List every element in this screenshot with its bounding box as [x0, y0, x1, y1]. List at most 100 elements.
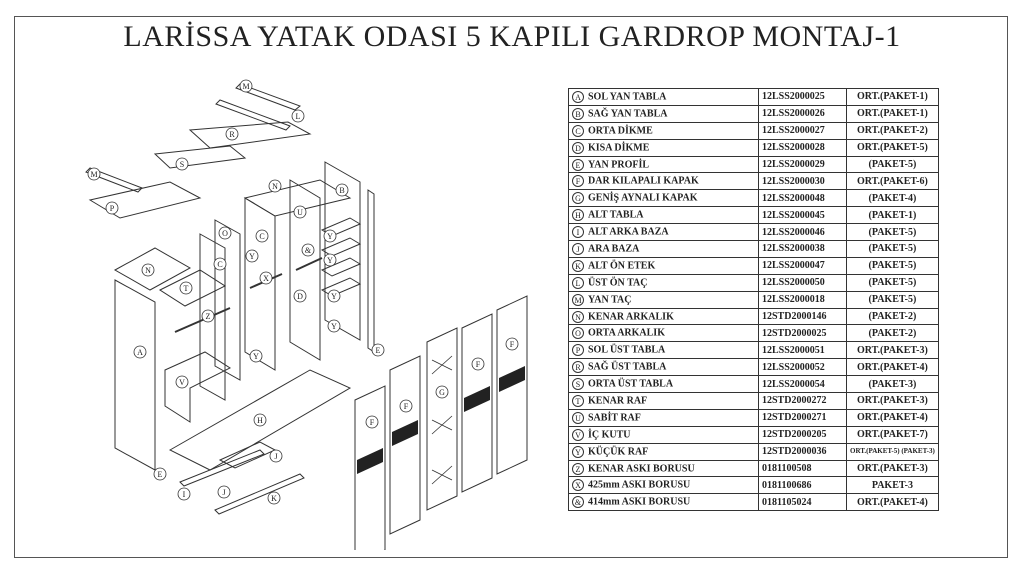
part-name-cell: Z KENAR ASKI BORUSU: [568, 459, 759, 478]
diagram-callout: U: [293, 205, 307, 219]
diagram-callout-label: F: [510, 340, 515, 349]
page-title: LARİSSA YATAK ODASI 5 KAPILI GARDROP MON…: [123, 20, 901, 53]
part-code: 12LSS2000018: [758, 290, 847, 309]
part-package: (PAKET-5): [846, 223, 939, 242]
part-orta-arkalik: [214, 219, 241, 381]
diagram-callout: F: [365, 415, 379, 429]
part-code: 12STD2000146: [758, 307, 847, 326]
part-name: ORTA ARKALIK: [588, 327, 665, 339]
diagram-callout: E: [371, 343, 385, 357]
part-code: 12LSS2000046: [758, 223, 847, 242]
part-package: ORT.(PAKET-6): [846, 172, 939, 191]
diagram-callout-label: O: [222, 229, 228, 238]
part-code: 12LSS2000028: [758, 138, 847, 157]
part-package: ORT.(PAKET-4): [846, 493, 939, 512]
part-key-badge: M: [572, 293, 584, 306]
diagram-callout: J: [269, 449, 283, 463]
diagram-callout-label: E: [158, 470, 163, 479]
part-name: KENAR ASKI BORUSU: [588, 462, 695, 474]
part-package: ORT.(PAKET-7): [846, 425, 939, 444]
diagram-callout-label: G: [439, 388, 445, 397]
diagram-callout: I: [177, 487, 191, 501]
diagram-callout-label: M: [90, 170, 97, 179]
diagram-callout: R: [225, 127, 239, 141]
drawing-sheet-border: [14, 16, 1008, 558]
diagram-callout: Y: [245, 249, 259, 263]
part-key-badge: L: [572, 276, 584, 289]
diagram-callout: F: [471, 357, 485, 371]
diagram-callout: V: [175, 375, 189, 389]
rod-414mm: [295, 257, 323, 271]
diagram-callout: E: [153, 467, 167, 481]
part-code: 12LSS2000029: [758, 155, 847, 174]
diagram-callout-label: T: [184, 284, 189, 293]
diagram-callout-label: A: [137, 348, 143, 357]
diagram-callout: X: [259, 271, 273, 285]
part-package: (PAKET-5): [846, 290, 939, 309]
part-name: KENAR ARKALIK: [588, 310, 674, 322]
part-yan-profil: [367, 189, 375, 353]
diagram-callout: L: [291, 109, 305, 123]
part-key-badge: O: [572, 327, 584, 340]
part-code: 12LSS2000051: [758, 341, 847, 360]
part-code: 12LSS2000026: [758, 104, 847, 123]
part-code: 12LSS2000030: [758, 172, 847, 191]
part-name: SAĞ ÜST TABLA: [588, 361, 667, 373]
diagram-callout-label: Z: [206, 312, 211, 321]
diagram-callout: N: [268, 179, 282, 193]
part-yan-tac-left: [85, 167, 143, 193]
diagram-callout: S: [175, 157, 189, 171]
part-name: KISA DİKME: [588, 141, 650, 153]
part-name: 425mm ASKI BORUSU: [588, 479, 691, 491]
diagram-callout-label: F: [404, 402, 409, 411]
part-name: GENİŞ AYNALI KAPAK: [588, 192, 698, 204]
diagram-callout-label: C: [217, 260, 222, 269]
diagram-callout: Z: [201, 309, 215, 323]
door-f-1: [354, 385, 386, 550]
diagram-callout: C: [255, 229, 269, 243]
diagram-callout: H: [253, 413, 267, 427]
diagram-callout-label: V: [179, 378, 185, 387]
part-key-badge: Y: [572, 445, 584, 458]
part-package: ORT.(PAKET-3): [846, 459, 939, 478]
diagram-callout-label: F: [476, 360, 481, 369]
part-name: YAN TAÇ: [588, 293, 632, 305]
part-package: (PAKET-2): [846, 324, 939, 343]
part-key-badge: Z: [572, 462, 584, 475]
part-name: KÜÇÜK RAF: [588, 445, 649, 457]
diagram-callout-label: N: [145, 266, 151, 275]
diagram-callout: J: [217, 485, 231, 499]
diagram-callout: T: [179, 281, 193, 295]
part-key-badge: J: [572, 242, 584, 255]
part-name-cell: O ORTA ARKALIK: [568, 324, 759, 343]
part-yan-tac-top: [235, 83, 302, 111]
part-key-badge: &: [572, 496, 584, 509]
part-key-badge: X: [572, 479, 584, 492]
diagram-callout-label: H: [257, 416, 263, 425]
part-kenar-raf: [158, 269, 227, 307]
part-package: ORT.(PAKET-1): [846, 104, 939, 123]
part-package: (PAKET-4): [846, 189, 939, 208]
part-name: İÇ KUTU: [588, 429, 631, 441]
